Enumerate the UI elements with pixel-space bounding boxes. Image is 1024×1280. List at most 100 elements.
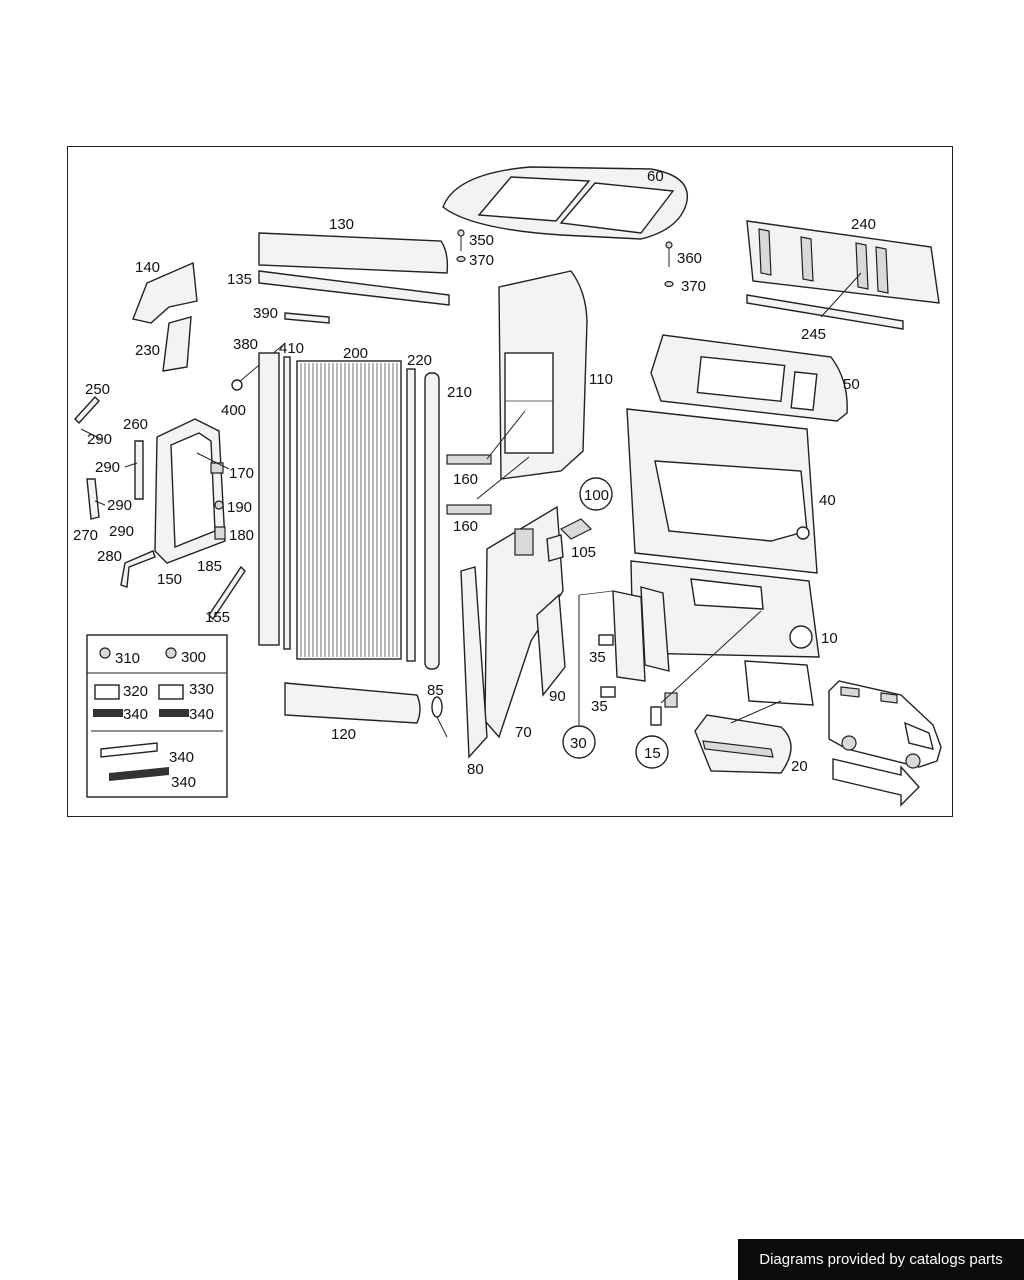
label-110: 110: [589, 371, 613, 388]
part-120-bottom-trim: [284, 682, 421, 724]
part-380-rail: [258, 352, 280, 646]
label-390: 390: [253, 305, 278, 322]
label-35-upper: 35: [589, 649, 606, 666]
label-370-right: 370: [681, 278, 706, 295]
part-390-bar: [284, 312, 330, 324]
part-230-trim: [162, 316, 192, 372]
label-160-lower: 160: [453, 518, 478, 535]
part-220-rail: [406, 368, 416, 662]
part-10-lower-panel: [630, 560, 820, 658]
label-280: 280: [97, 548, 122, 565]
label-105: 105: [571, 544, 596, 561]
label-135: 135: [227, 271, 252, 288]
label-180: 180: [229, 527, 254, 544]
part-35-clip-lower: [600, 686, 616, 698]
label-210: 210: [447, 384, 472, 401]
label-360: 360: [677, 250, 702, 267]
label-120: 120: [331, 726, 356, 743]
callout-circle-30: [562, 725, 596, 759]
label-410: 410: [279, 340, 304, 357]
label-85: 85: [427, 682, 444, 699]
parts-diagram: 60 350 370 360 370 240 245 130 135 140 2…: [67, 146, 953, 817]
part-20-bottom-unit: [694, 714, 792, 774]
part-labels: 60 350 370 360 370 240 245 130 135 140 2…: [73, 168, 876, 791]
part-260-bracket: [134, 440, 144, 500]
part-15-block-b: [664, 692, 678, 708]
label-290-2: 290: [95, 459, 120, 476]
part-100-cover: [546, 534, 564, 562]
part-30-panel-b: [640, 586, 670, 672]
label-370-left: 370: [469, 252, 494, 269]
part-190-knob: [214, 500, 224, 510]
part-180-bracket: [214, 526, 226, 540]
label-190: 190: [227, 499, 252, 516]
label-310: 310: [115, 650, 140, 667]
label-290-1: 290: [87, 431, 112, 448]
part-160-strip-upper: [446, 454, 492, 465]
label-380: 380: [233, 336, 258, 353]
part-250-clip: [74, 395, 100, 425]
label-230: 230: [135, 342, 160, 359]
part-140-cover: [132, 261, 198, 324]
label-220: 220: [407, 352, 432, 369]
part-50-upper-panel: [650, 334, 848, 422]
label-320: 320: [123, 683, 148, 700]
label-140: 140: [135, 259, 160, 276]
part-160-strip-lower: [446, 504, 492, 515]
part-90-panel: [536, 593, 566, 697]
label-290-4: 290: [109, 523, 134, 540]
label-50: 50: [843, 376, 860, 393]
label-155: 155: [205, 609, 230, 626]
part-40-side-panel: [626, 408, 818, 574]
label-60: 60: [647, 168, 664, 185]
part-130-top-trim: [258, 232, 449, 274]
part-150-window-frame: [154, 418, 226, 564]
label-70: 70: [515, 724, 532, 741]
footer-credit: Diagrams provided by catalogs parts: [738, 1239, 1024, 1280]
part-110-cabinet: [498, 270, 588, 480]
part-240-bracket: [746, 220, 940, 304]
part-270-handle: [86, 478, 100, 520]
label-20: 20: [791, 758, 808, 775]
part-200-pleated-blind: [296, 360, 402, 660]
label-15: 15: [644, 745, 661, 762]
label-10: 10: [821, 630, 838, 647]
part-400-screw: [231, 379, 243, 391]
part-80-pillar: [460, 566, 488, 759]
part-210-tube: [424, 372, 440, 670]
label-245: 245: [801, 326, 826, 343]
label-250: 250: [85, 381, 110, 398]
screw-350: [456, 229, 466, 263]
part-35-clip-upper: [598, 634, 614, 646]
part-280-hook: [120, 550, 156, 588]
part-410-rail: [283, 356, 291, 650]
label-340-a: 340: [123, 706, 148, 723]
label-300: 300: [181, 649, 206, 666]
label-160-upper: 160: [453, 471, 478, 488]
part-170-latch: [210, 462, 224, 474]
label-90: 90: [549, 688, 566, 705]
part-60-roof-panel: [442, 166, 689, 240]
van-illustration: [828, 680, 942, 807]
part-85-cap: [431, 696, 443, 718]
label-270: 270: [73, 527, 98, 544]
label-170: 170: [229, 465, 254, 482]
label-350: 350: [469, 232, 494, 249]
label-240: 240: [851, 216, 876, 233]
part-15-block-a: [650, 706, 662, 726]
part-135-trim-strip: [258, 270, 450, 306]
label-30: 30: [570, 735, 587, 752]
part-30-panel-a: [612, 590, 646, 682]
fastener-legend-box: [86, 634, 228, 798]
label-35-lower: 35: [591, 698, 608, 715]
label-150: 150: [157, 571, 182, 588]
callout-circle-100: [579, 477, 613, 511]
label-340-d: 340: [171, 774, 196, 791]
label-260: 260: [123, 416, 148, 433]
screw-360: [664, 241, 674, 288]
label-130: 130: [329, 216, 354, 233]
exploded-view-drawing: 60 350 370 360 370 240 245 130 135 140 2…: [73, 166, 942, 807]
leader-lines: [80, 272, 862, 738]
part-105-clip: [559, 518, 593, 540]
label-200: 200: [343, 345, 368, 362]
